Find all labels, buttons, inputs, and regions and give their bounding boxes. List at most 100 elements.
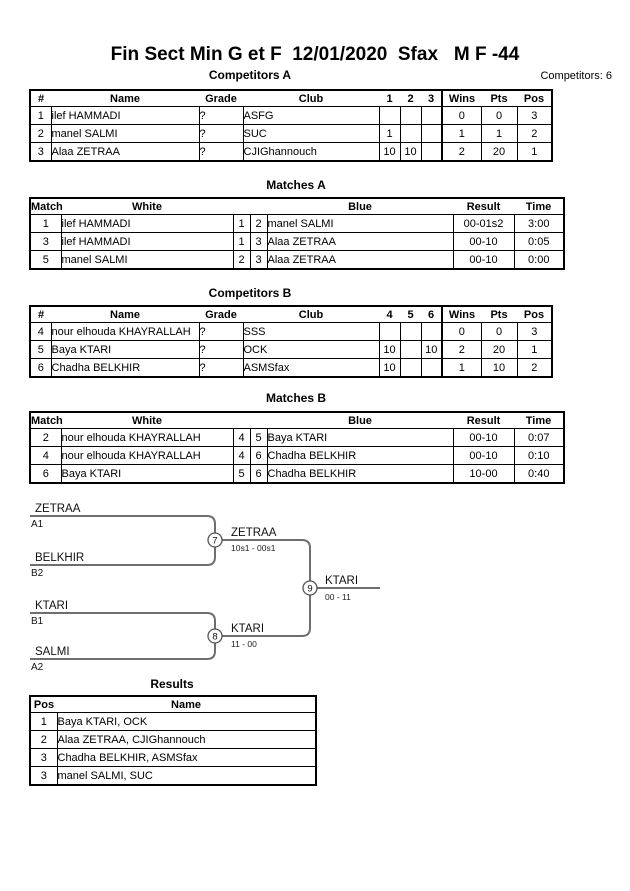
bracket-winner-name: KTARI (231, 623, 264, 635)
table-row: 1 ilef HAMMADI 1 2 manel SALMI 00-01s2 3… (29, 214, 565, 233)
elimination-bracket: 7 8 9 ZETRAA A1 BELKHIR B2 KTARI B1 SALM… (30, 503, 380, 673)
bracket-winner-name: ZETRAA (231, 527, 277, 539)
col-header-name: Name (51, 306, 199, 323)
section-heading-competitors-b: Competitors B (208, 286, 292, 300)
cell-wins: 2 (441, 142, 482, 162)
cell-wins: 1 (441, 358, 482, 378)
match-node-9 (302, 580, 318, 596)
cell-white-num: 5 (232, 464, 251, 484)
cell-club: ASFG (242, 106, 380, 125)
cell-grade: ? (198, 358, 244, 378)
cell-result: 10-00 (452, 464, 515, 484)
cell-match: 2 (29, 428, 62, 447)
cell-num: 5 (29, 340, 52, 359)
cell-s1: 10 (378, 340, 401, 359)
col-header-club: Club (243, 90, 379, 107)
cell-pos: 2 (29, 730, 58, 749)
bracket-match-score: 10s1 - 00s1 (231, 543, 276, 553)
table-row: 3 manel SALMI, SUC (29, 766, 317, 786)
col-header-s3: 3 (421, 90, 442, 107)
cell-s1 (378, 322, 401, 341)
cell-grade: ? (198, 106, 244, 125)
col-header-pts: Pts (481, 90, 517, 107)
cell-name: manel SALMI, SUC (56, 766, 317, 786)
cell-white-num: 2 (232, 250, 251, 270)
cell-blue-num: 3 (249, 232, 268, 251)
col-header-s1: 4 (379, 306, 400, 323)
col-header-name: Name (51, 90, 199, 107)
cell-white-num: 4 (232, 428, 251, 447)
page-title: Fin Sect Min G et F 12/01/2020 Sfax M F … (110, 44, 520, 65)
match-number: 7 (212, 536, 217, 547)
col-header-name: Name (57, 696, 316, 713)
bracket-slot-name: SALMI (35, 646, 70, 658)
cell-result: 00-10 (452, 250, 515, 270)
cell-white: Baya KTARI (60, 464, 234, 484)
cell-blue-num: 6 (249, 464, 268, 484)
table-row: 1 ilef HAMMADI ? ASFG 0 0 3 (29, 106, 553, 125)
cell-pos: 1 (29, 712, 58, 731)
cell-white-num: 1 (232, 214, 251, 233)
match-number: 9 (307, 584, 312, 595)
col-header-num: # (30, 306, 51, 323)
table-row: 4 nour elhouda KHAYRALLAH 4 6 Chadha BEL… (29, 446, 565, 465)
bracket-slot-seed: A1 (31, 519, 44, 530)
cell-name: manel SALMI (50, 124, 200, 143)
cell-blue-num: 2 (249, 214, 268, 233)
col-header-white: White (61, 198, 233, 215)
cell-s2: 10 (399, 142, 422, 162)
table-header-row: # Name Grade Club 1 2 3 Wins Pts Pos (30, 90, 552, 107)
table-row: 3 Alaa ZETRAA ? CJIGhannouch 10 10 2 20 … (29, 142, 553, 162)
cell-blue: Chadha BELKHIR (266, 446, 454, 465)
cell-white: ilef HAMMADI (60, 214, 234, 233)
cell-s3 (420, 142, 443, 162)
cell-result: 00-10 (452, 428, 515, 447)
competitors-count: Competitors: 6 (540, 70, 612, 82)
cell-name: Chadha BELKHIR (50, 358, 200, 378)
cell-wins: 0 (441, 106, 482, 125)
col-header-white: White (61, 412, 233, 429)
cell-white: nour elhouda KHAYRALLAH (60, 446, 234, 465)
cell-s2 (399, 106, 422, 125)
cell-name: Baya KTARI (50, 340, 200, 359)
col-header-pos: Pos (517, 306, 552, 323)
cell-pos: 2 (516, 358, 553, 378)
cell-s3 (420, 322, 443, 341)
cell-s2 (399, 322, 422, 341)
cell-white-num: 1 (232, 232, 251, 251)
col-header-s1: 1 (379, 90, 400, 107)
bracket-slot-seed: B1 (31, 616, 44, 627)
cell-s1: 10 (378, 358, 401, 378)
bracket-slot-name: BELKHIR (35, 552, 84, 564)
cell-match: 3 (29, 232, 62, 251)
cell-match: 1 (29, 214, 62, 233)
table-header-row: # Name Grade Club 4 5 6 Wins Pts Pos (30, 306, 552, 323)
bracket-slot-seed: B2 (31, 568, 44, 579)
cell-num: 4 (29, 322, 52, 341)
table-header-row: Match White Blue Result Time (30, 412, 564, 429)
table-row: 2 manel SALMI ? SUC 1 1 1 2 (29, 124, 553, 143)
matches-a-table: Match White Blue Result Time 1 ilef HAMM… (29, 197, 565, 270)
cell-blue-num: 5 (249, 428, 268, 447)
bracket-winner-name: KTARI (325, 575, 358, 587)
section-heading-matches-b: Matches B (265, 391, 327, 405)
cell-pos: 3 (29, 766, 58, 786)
cell-num: 2 (29, 124, 52, 143)
col-header-num: # (30, 90, 51, 107)
col-header-wins: Wins (441, 306, 481, 323)
section-heading-results: Results (150, 677, 194, 691)
cell-s3: 10 (420, 340, 443, 359)
bracket-slot-seed: A2 (31, 662, 44, 673)
cell-pts: 0 (480, 106, 518, 125)
cell-pts: 20 (480, 142, 518, 162)
match-node-7 (207, 532, 223, 548)
col-header-result: Result (453, 198, 514, 215)
cell-s3 (420, 358, 443, 378)
match-node-8 (207, 628, 223, 644)
cell-white-num: 4 (232, 446, 251, 465)
cell-name: nour elhouda KHAYRALLAH (50, 322, 200, 341)
table-row: 2 Alaa ZETRAA, CJIGhannouch (29, 730, 317, 749)
col-header-time: Time (514, 412, 564, 429)
table-row: 5 Baya KTARI ? OCK 10 10 2 20 1 (29, 340, 553, 359)
col-header-spacer (250, 412, 267, 429)
